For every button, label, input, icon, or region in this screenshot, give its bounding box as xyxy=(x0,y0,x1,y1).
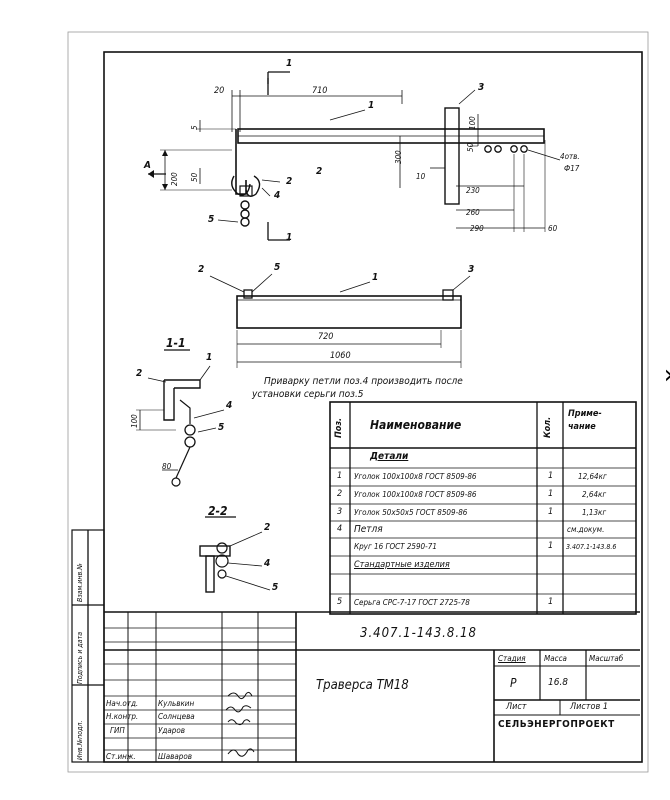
spec-row-3-name: Уголок 50x50x5 ГОСТ 8509-86 xyxy=(354,508,468,517)
role-4: Ст.инж. xyxy=(106,752,136,761)
callout-2-side: 2 xyxy=(198,264,205,275)
sheet-label: Лист xyxy=(506,702,527,712)
binding-label-inv: Инв.№подл. xyxy=(76,720,84,760)
spec-row-1-note: 12,64кг xyxy=(578,472,607,481)
dim-720: 720 xyxy=(318,332,334,342)
name-1: Кульвкин xyxy=(158,699,195,708)
section-1-1-title: 1-1 xyxy=(166,336,186,350)
callout-5-side: 5 xyxy=(274,262,281,273)
spec-row-4-name: Петля xyxy=(354,524,383,535)
spec-row-5-name: Круг 16 ГОСТ 2590-71 xyxy=(354,542,437,551)
callout-1-top: 1 xyxy=(368,100,375,111)
spec-row-2-pos: 2 xyxy=(337,489,343,499)
hole-label: 4отв. xyxy=(560,152,580,161)
section-1-1-callout-5: 5 xyxy=(218,422,225,433)
org-name: СЕЛЬЭНЕРГОПРОЕКТ xyxy=(498,719,615,730)
spec-section-standard: Стандартные изделия xyxy=(354,560,450,570)
spec-header-pos: Поз. xyxy=(334,417,344,438)
role-1: Нач.отд. xyxy=(106,699,139,708)
spec-row-2-name: Уголок 100x100x8 ГОСТ 8509-86 xyxy=(354,490,477,499)
section-1-1-dim-80: 80 xyxy=(162,462,172,471)
spec-row-1-name: Уголок 100x100x8 ГОСТ 8509-86 xyxy=(354,472,477,481)
section-2-2-callout-4: 4 xyxy=(264,558,271,569)
dim-10: 10 xyxy=(416,172,426,181)
spec-row-2-qty: 1 xyxy=(548,489,554,499)
name-3: Ударов xyxy=(158,726,185,735)
spec-row-6-pos: 5 xyxy=(337,597,343,607)
dim-5: 5 xyxy=(190,125,199,130)
callout-1-side: 1 xyxy=(372,272,379,283)
spec-row-1-pos: 1 xyxy=(337,471,343,481)
dim-300: 300 xyxy=(394,150,403,164)
role-3: ГИП xyxy=(110,726,125,735)
dim-290: 290 xyxy=(470,224,484,233)
callout-3-side: 3 xyxy=(468,264,475,275)
dim-260: 260 xyxy=(466,208,480,217)
spec-row-6-name: Серьга СРС-7-17 ГОСТ 2725-78 xyxy=(354,598,470,607)
spec-row-4-note: см.докум. xyxy=(567,525,605,534)
mass-label: Масса xyxy=(544,654,567,663)
spec-row-3-note: 1,13кг xyxy=(582,508,607,517)
doc-number: 3.407.1-143.8.18 xyxy=(360,626,477,641)
dim-50-right: 50 xyxy=(466,142,475,152)
name-2: Солнцева xyxy=(158,712,195,721)
section-1-1-callout-1: 1 xyxy=(206,352,213,363)
section-1-1-dim-100: 100 xyxy=(130,414,139,428)
section-2-2-callout-2: 2 xyxy=(264,522,271,533)
name-4: Шаваров xyxy=(158,752,192,761)
section-mark-bottom: 1 xyxy=(286,232,293,243)
callout-5-top: 5 xyxy=(208,214,215,225)
section-2-2-title: 2-2 xyxy=(208,504,228,518)
scale-label: Масштаб xyxy=(589,654,624,663)
dim-50-left: 50 xyxy=(190,172,199,182)
dim-230: 230 xyxy=(466,186,480,195)
section-2-2-callout-5: 5 xyxy=(272,582,279,593)
mark-A: A xyxy=(144,160,151,171)
binding-label-sign: Подпись и дата xyxy=(76,631,84,684)
section-mark-top: 1 xyxy=(286,58,293,69)
dim-60: 60 xyxy=(548,224,558,233)
spec-row-5-qty: 1 xyxy=(548,541,554,551)
callout-4-top: 4 xyxy=(274,190,281,201)
spec-row-1-qty: 1 xyxy=(548,471,554,481)
binding-label-replace: Взам.инв.№ xyxy=(76,563,84,602)
stage-label: Стадия xyxy=(498,654,526,663)
spec-row-6-qty: 1 xyxy=(548,597,554,607)
stage-value: Р xyxy=(510,676,517,690)
section-1-1-callout-2: 2 xyxy=(136,368,143,379)
edge-chevron-icon: › xyxy=(664,360,670,390)
spec-row-3-pos: 3 xyxy=(337,507,343,517)
product-name: Траверса ТМ18 xyxy=(316,678,409,693)
hole-diameter: Ф17 xyxy=(564,164,580,173)
spec-row-5-note: 3.407.1-143.8.6 xyxy=(566,543,617,551)
callout-2-top: 2 xyxy=(286,176,293,187)
spec-header-name: Наименование xyxy=(370,418,462,432)
note-line-1: Приварку петли поз.4 производить после xyxy=(264,376,463,387)
role-2: Н.контр. xyxy=(106,712,139,721)
spec-section-details: Детали xyxy=(370,451,409,462)
section-mark-side-2: 2 xyxy=(316,166,323,177)
spec-row-3-qty: 1 xyxy=(548,507,554,517)
sheets-label: Листов 1 xyxy=(570,702,608,712)
spec-row-2-note: 2,64кг xyxy=(582,490,607,499)
spec-header-qty: Кол. xyxy=(543,416,553,438)
dim-1060: 1060 xyxy=(330,351,351,361)
note-line-2: установки серьги поз.5 xyxy=(252,389,364,400)
section-1-1-callout-4: 4 xyxy=(226,400,233,411)
dim-200-left: 200 xyxy=(170,172,179,186)
dim-100-right: 100 xyxy=(468,116,477,130)
dim-710: 710 xyxy=(312,86,328,96)
mass-value: 16.8 xyxy=(548,677,569,688)
spec-row-4-pos: 4 xyxy=(337,524,343,534)
dim-20: 20 xyxy=(214,86,225,96)
callout-3-top: 3 xyxy=(478,82,485,93)
spec-header-note: Приме- чание xyxy=(568,409,602,432)
